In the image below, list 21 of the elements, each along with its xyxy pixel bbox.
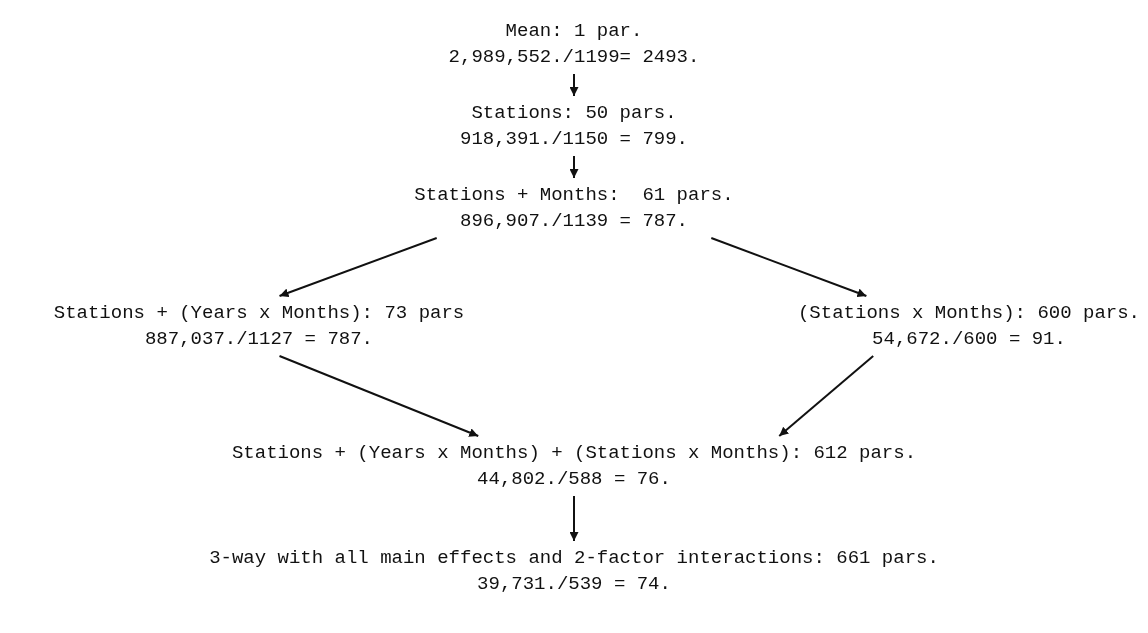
arrow [569, 495, 579, 542]
fit-statistic: 887,037./1127 = 787. [144, 327, 373, 352]
arrow [778, 355, 875, 437]
arrow [569, 73, 579, 97]
model-label: Stations + Months: 61 pars. [414, 183, 734, 208]
arrow [569, 155, 579, 179]
model-label: Stations: 50 pars. [471, 101, 677, 126]
arrow [278, 237, 438, 298]
model-label: Mean: 1 par. [505, 19, 643, 44]
fit-statistic: 39,731./539 = 74. [477, 572, 671, 597]
model-label: Stations + (Years x Months) + (Stations x Months): 612 pars. [231, 441, 917, 466]
model-label: (Stations x Months): 600 pars. [797, 301, 1141, 326]
fit-statistic: 2,989,552./1199= 2493. [448, 45, 700, 70]
arrow [278, 355, 480, 437]
fit-statistic: 896,907./1139 = 787. [460, 209, 688, 234]
fit-statistic: 918,391./1150 = 799. [460, 127, 688, 152]
model-label: 3-way with all main effects and 2-factor interactions: 661 pars. [209, 546, 939, 571]
fit-statistic: 44,802./588 = 76. [477, 467, 671, 492]
arrow [710, 237, 868, 298]
model-label: Stations + (Years x Months): 73 pars [53, 301, 465, 326]
fit-statistic: 54,672./600 = 91. [872, 327, 1066, 352]
